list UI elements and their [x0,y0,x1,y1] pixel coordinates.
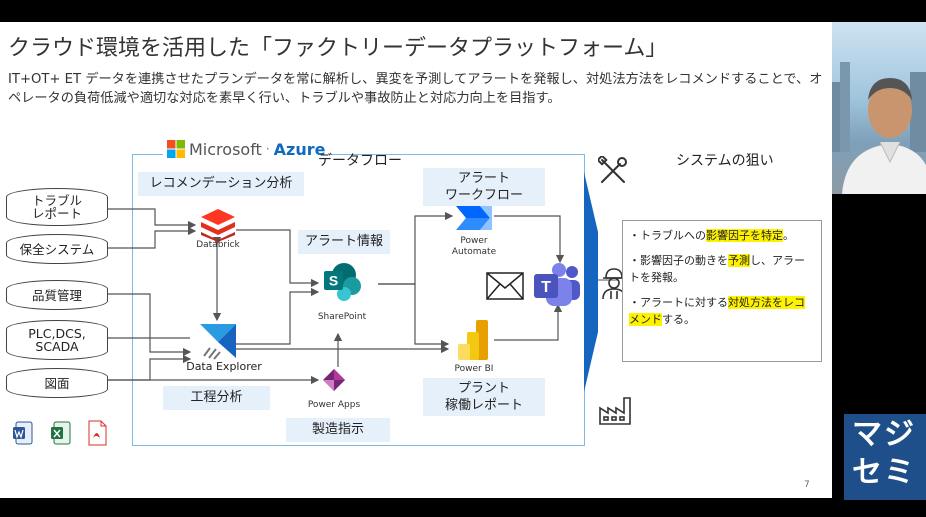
data-flow-label: データフロー [318,153,402,169]
label-manufacturing-instruction: 製造指示 [286,418,390,442]
slide-title: クラウド環境を活用した「ファクトリーデータプラットフォーム」 [8,36,668,61]
databricks-icon [201,209,235,242]
label-alert-workflow-line1: アラート [457,171,510,186]
presenter-image [832,62,926,194]
aim-1: ・トラブルへの影響因子を特定。 [629,229,794,242]
source-quality-control: 品質管理 [6,280,108,310]
azure-text: Azure [273,139,326,159]
teams-icon: T [534,263,580,306]
sharepoint-icon: S [324,263,361,301]
label-process-analysis: 工程分析 [163,386,270,410]
source-maintenance-system: 保全システム [6,234,108,264]
magi-line1: マジ [852,417,916,452]
sharepoint-label: SharePoint [317,312,367,322]
data-explorer-label: Data Explorer [186,360,262,373]
right-black-bar [832,194,926,414]
mail-icon [486,272,524,300]
magi-line2: セミ [852,455,916,490]
source-plc-line1: PLC,DCS, [28,326,86,341]
label-alert-workflow-line2: ワークフロー [444,188,523,203]
source-plc-line2: SCADA [35,339,79,354]
label-plant-report-line2: 稼働レポート [444,398,523,413]
svg-text:T: T [541,279,551,296]
big-flow-arrow [584,172,598,392]
aim-1-highlight: 影響因子を特定 [706,229,783,242]
worker-icon [602,268,626,300]
source-drawings: 図面 [6,368,108,398]
power-automate-label: Power Automate [442,236,506,258]
power-bi-icon [458,320,488,360]
page-number: 7 [804,480,810,490]
magi-semi-logo: マジ セミ [844,414,926,500]
microsoft-text: Microsoft [189,139,262,159]
slide: クラウド環境を活用した「ファクトリーデータプラットフォーム」 IT+OT+ ET… [0,22,832,498]
tools-icon [598,156,627,183]
webcam-video [832,22,926,194]
power-apps-label: Power Apps [307,400,361,410]
svg-text:S: S [329,273,338,289]
data-explorer-icon [200,324,236,360]
factory-icon [599,397,631,425]
system-aims-box: ・トラブルへの影響因子を特定。 ・影響因子の動きを予測し、アラートを発報。 ・ア… [622,220,822,362]
power-bi-label: Power BI [454,364,494,374]
label-plant-report: プラント 稼働レポート [423,378,545,416]
source-trouble-report: トラブル レポート [6,188,108,226]
power-automate-line1: Power [460,236,488,246]
aim-2-highlight: 予測 [728,254,750,267]
power-automate-line2: Automate [451,247,497,257]
label-plant-report-line1: プラント [457,381,510,396]
aim-2: ・影響因子の動きを予測し、アラートを発報。 [629,254,805,284]
source-plc-dcs-scada: PLC,DCS, SCADA [6,320,108,360]
power-apps-icon [323,369,345,391]
pdf-icon [88,420,107,446]
source-trouble-line2: レポート [31,206,82,221]
label-alert-workflow: アラート ワークフロー [423,168,545,206]
word-icon [13,421,33,445]
source-trouble-line1: トラブル [31,193,82,208]
microsoft-azure-logo: Microsoft · Azure [163,138,330,160]
databricks-label: Databrick [196,240,240,250]
connector-lines [108,172,618,392]
system-aim-label: システムの狙い [676,153,774,169]
excel-icon [51,421,71,445]
power-automate-icon [456,206,492,230]
label-recommendation-analysis: レコメンデーション分析 [138,172,304,196]
slide-subtitle: IT+OT+ ET データを連携させたプランデータを常に解析し、異変を予測してア… [8,72,823,106]
label-alert-info: アラート情報 [298,230,390,254]
microsoft-logo-icon [167,140,185,158]
dot-text: · [265,142,270,156]
aim-3: ・アラートに対する対処方法をレコメンドする。 [629,296,805,326]
